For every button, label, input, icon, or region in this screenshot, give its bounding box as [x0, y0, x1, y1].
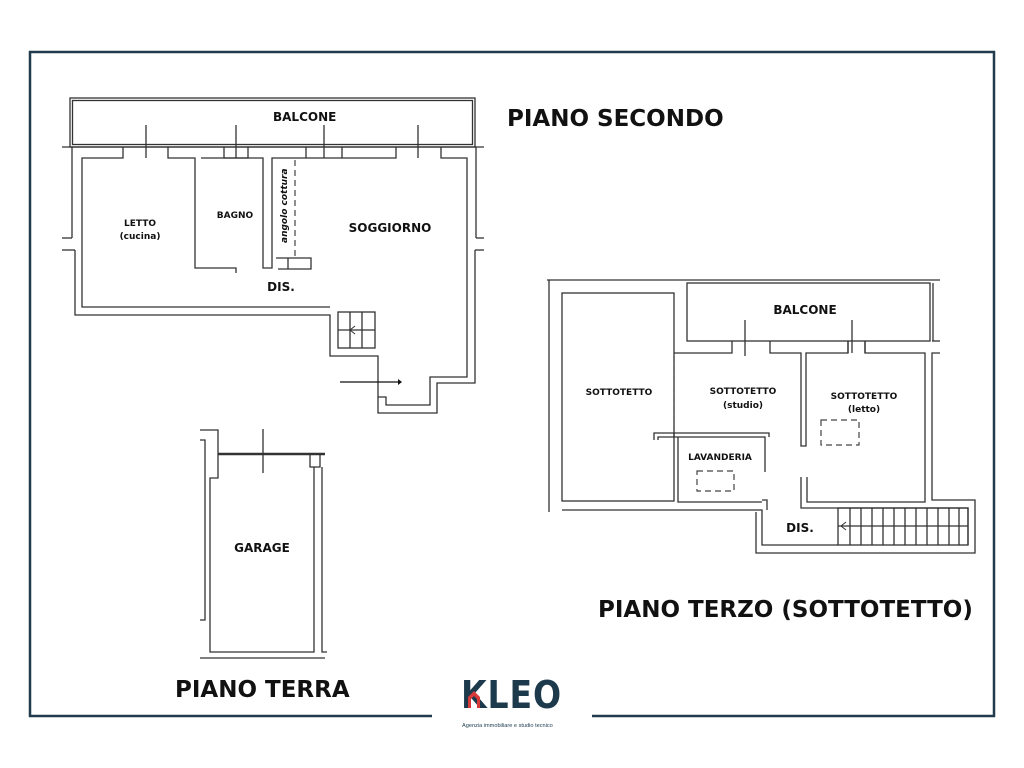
room-label-balcone-terzo: BALCONE [773, 303, 836, 317]
room-label-studio-sub: (studio) [723, 401, 763, 411]
frame [28, 50, 996, 718]
kleo-logo: KLEO Agenzia immobiliare e studio tecnic… [461, 673, 561, 729]
room-label-letto: LETTO [124, 219, 156, 229]
room-label-garage: GARAGE [234, 541, 290, 555]
logo-roof-icon [468, 691, 480, 708]
room-label-dis: DIS. [267, 280, 295, 294]
piano-terzo-plan: BALCONE SOTTOTETTO SOTTOTETTO (studio) S… [547, 279, 976, 554]
room-label-letto-sub: (cucina) [120, 232, 161, 242]
piano-terra-plan: GARAGE [200, 429, 327, 659]
title-piano-secondo: PIANO SECONDO [507, 106, 724, 132]
room-label-balcone: BALCONE [273, 110, 336, 124]
room-label-bagno: BAGNO [217, 211, 254, 221]
room-label-letto-sub: (letto) [848, 405, 880, 415]
room-label-soggiorno: SOGGIORNO [349, 221, 432, 235]
title-piano-terra: PIANO TERRA [175, 677, 350, 703]
room-label-sottotetto-studio: SOTTOTETTO [710, 387, 777, 397]
stairs [837, 507, 969, 546]
piano-secondo-plan: BALCONE LETTO (cucina) BAGNO angolo cott… [62, 97, 484, 414]
room-label-angolo-cottura: angolo cottura [280, 168, 290, 243]
room-label-sottotetto-letto: SOTTOTETTO [831, 392, 898, 402]
logo-tagline: Agenzia immobiliare e studio tecnico [462, 723, 553, 729]
room-label-lavanderia: LAVANDERIA [688, 453, 752, 463]
room-label-sottotetto: SOTTOTETTO [586, 388, 653, 398]
room-label-dis-terzo: DIS. [786, 521, 814, 535]
title-piano-terzo: PIANO TERZO (SOTTOTETTO) [598, 597, 973, 623]
